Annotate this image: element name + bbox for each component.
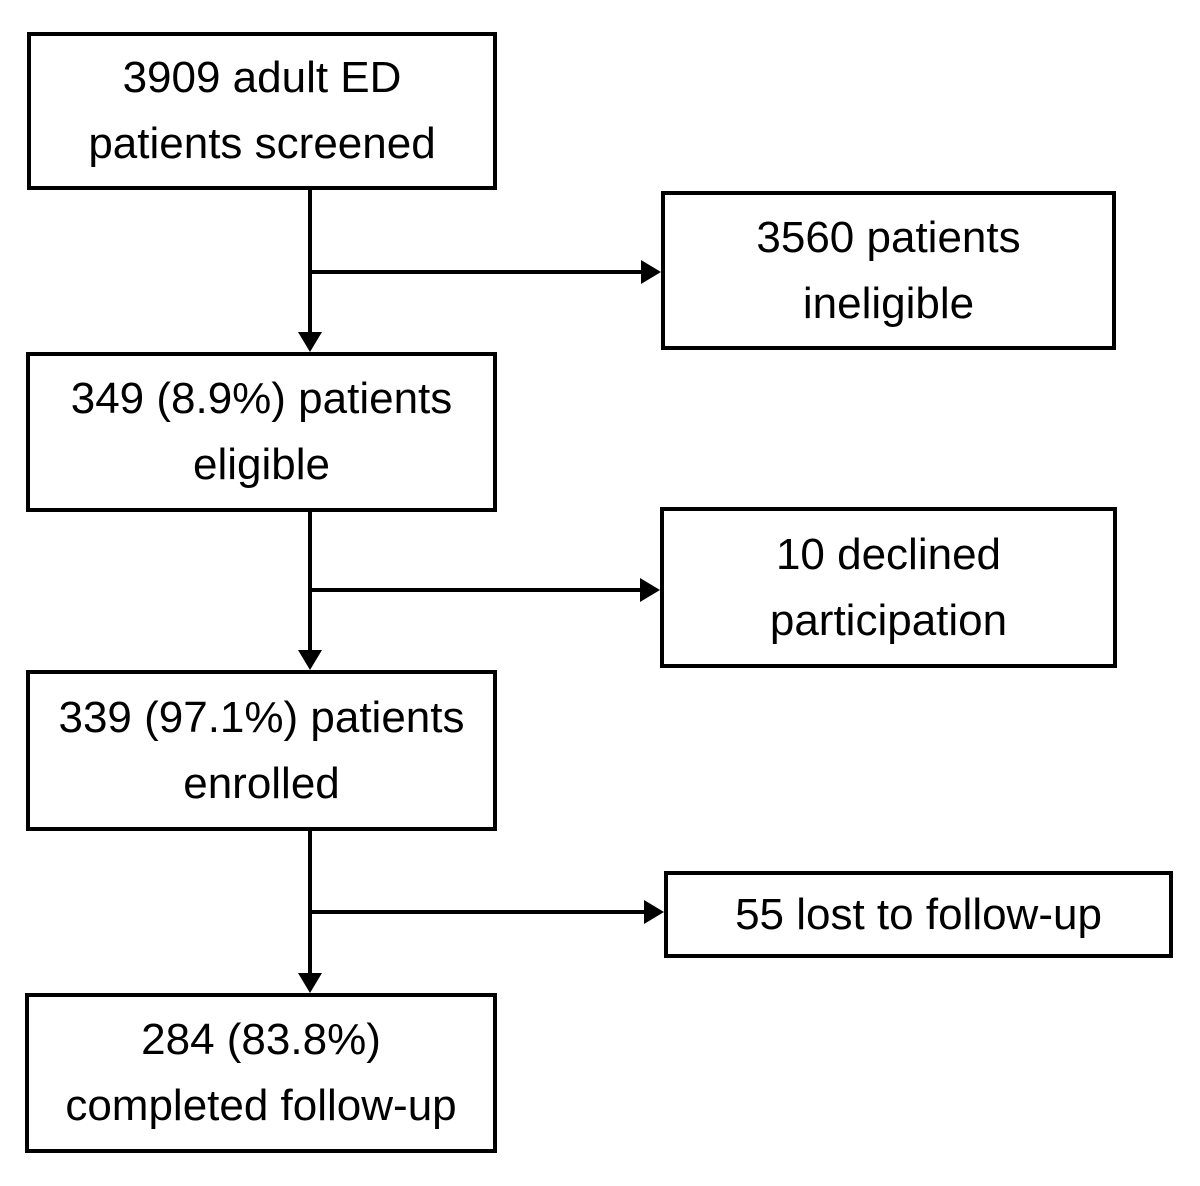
node-declined-line1: 10 declined	[775, 529, 1002, 579]
node-enrolled: 339 (97.1%) patients enrolled	[26, 670, 497, 831]
connector-enrolled-to-lost	[310, 910, 644, 914]
arrow-right-icon	[644, 900, 664, 924]
node-screened: 3909 adult ED patients screened	[27, 32, 497, 190]
node-completed-line2: completed follow-up	[65, 1081, 457, 1130]
node-screened-line2: patients screened	[88, 119, 436, 168]
node-ineligible: 3560 patients ineligible	[661, 191, 1116, 350]
node-completed-line1: 284 (83.8%)	[141, 1015, 381, 1064]
node-lost: 55 lost to follow-up	[664, 871, 1173, 958]
arrow-down-icon	[298, 650, 322, 670]
node-lost-line1: 55 lost to follow-up	[735, 889, 1102, 939]
arrow-right-icon	[640, 578, 660, 602]
node-ineligible-line1: 3560 patients	[756, 212, 1021, 262]
arrow-down-icon	[298, 332, 322, 352]
connector-eligible-to-declined	[310, 588, 640, 592]
node-eligible: 349 (8.9%) patients eligible	[26, 352, 497, 512]
arrow-right-icon	[641, 260, 661, 284]
connector-screened-to-ineligible	[310, 270, 641, 274]
node-enrolled-line2: enrolled	[183, 758, 340, 808]
node-screened-line1: 3909 adult ED	[122, 53, 402, 102]
arrow-down-icon	[298, 973, 322, 993]
node-eligible-line1: 349 (8.9%) patients	[70, 374, 453, 423]
node-ineligible-line2: ineligible	[802, 278, 975, 328]
node-enrolled-line1: 339 (97.1%) patients	[58, 692, 465, 742]
node-eligible-line2: eligible	[193, 440, 330, 489]
connector-screened-to-eligible	[308, 190, 312, 332]
connector-eligible-to-enrolled	[308, 512, 312, 650]
node-completed: 284 (83.8%) completed follow-up	[25, 993, 497, 1153]
connector-enrolled-to-completed	[308, 831, 312, 973]
node-declined: 10 declined participation	[660, 507, 1117, 668]
node-declined-line2: participation	[769, 595, 1008, 645]
